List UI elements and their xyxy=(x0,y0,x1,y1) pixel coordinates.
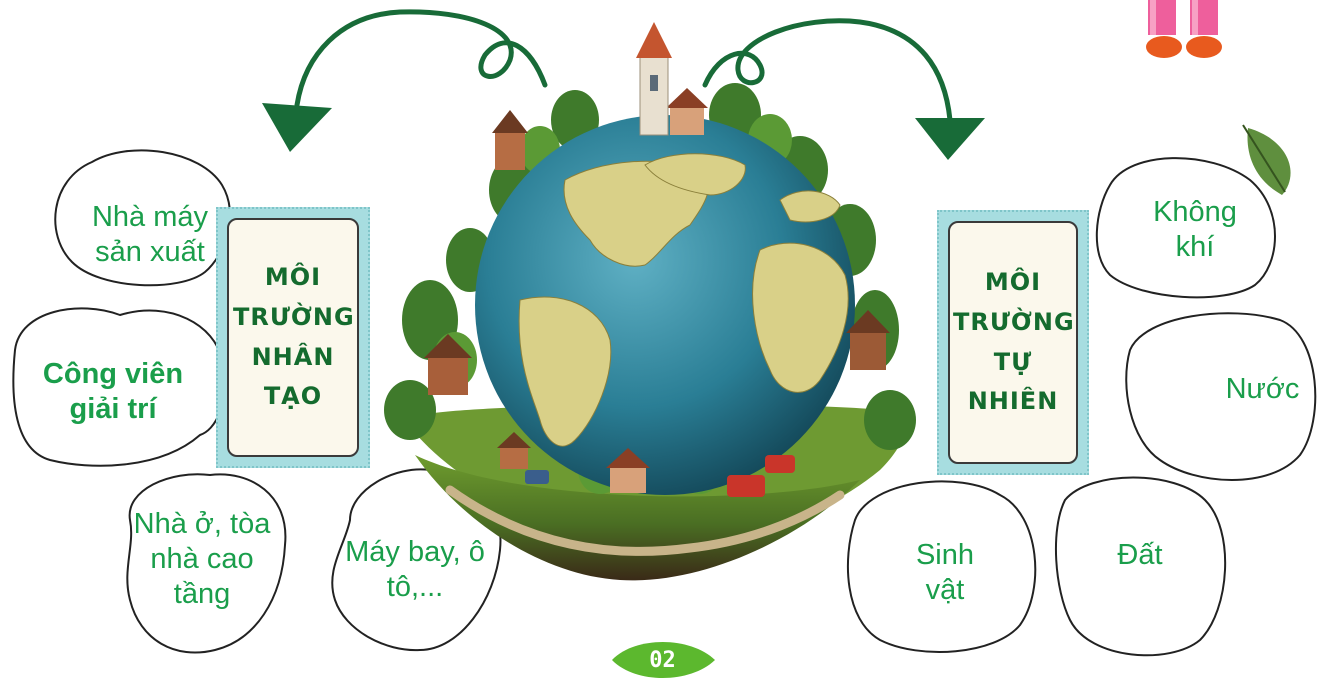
right-arrow xyxy=(702,18,953,123)
character-feet-decoration xyxy=(1146,0,1222,58)
factory-label: Nhà máy sản xuất xyxy=(91,201,209,268)
card-inner: MÔI TRƯỜNG NHÂN TẠO xyxy=(227,218,359,457)
card-inner: MÔI TRƯỜNG TỰ NHIÊN xyxy=(948,221,1078,464)
globe-illustration xyxy=(384,22,916,581)
page-number: 02 xyxy=(649,648,676,673)
page-number-leaf xyxy=(612,642,715,678)
card-title: MÔI TRƯỜNG TỰ NHIÊN xyxy=(953,268,1075,416)
card-title: MÔI TRƯỜNG NHÂN TẠO xyxy=(233,263,355,411)
leaf-decoration xyxy=(1242,124,1291,195)
cloud-outline xyxy=(331,468,502,652)
artificial-environment-card: MÔI TRƯỜNG NHÂN TẠO xyxy=(216,207,370,468)
natural-environment-card: MÔI TRƯỜNG TỰ NHIÊN xyxy=(937,210,1089,475)
soil-label: Đất xyxy=(1117,539,1163,571)
organisms-label: Sinh vật xyxy=(915,539,975,606)
cloud-outline xyxy=(846,480,1037,653)
park-label: Công viên giải trí xyxy=(42,358,184,425)
cloud-outline xyxy=(1054,476,1227,657)
cloud-outline xyxy=(126,473,287,654)
water-label: Nước xyxy=(1225,373,1300,405)
left-arrowhead xyxy=(262,103,332,152)
right-arrowhead xyxy=(915,118,985,160)
left-arrow xyxy=(294,9,548,108)
vehicles-label: Máy bay, ô tô,... xyxy=(345,536,485,603)
housing-label: Nhà ở, tòa nhà cao tầng xyxy=(133,508,271,610)
cloud-outline xyxy=(1125,312,1317,481)
cloud-outline xyxy=(1095,157,1276,299)
cloud-outline xyxy=(54,149,231,287)
air-label: Không khí xyxy=(1153,196,1237,263)
